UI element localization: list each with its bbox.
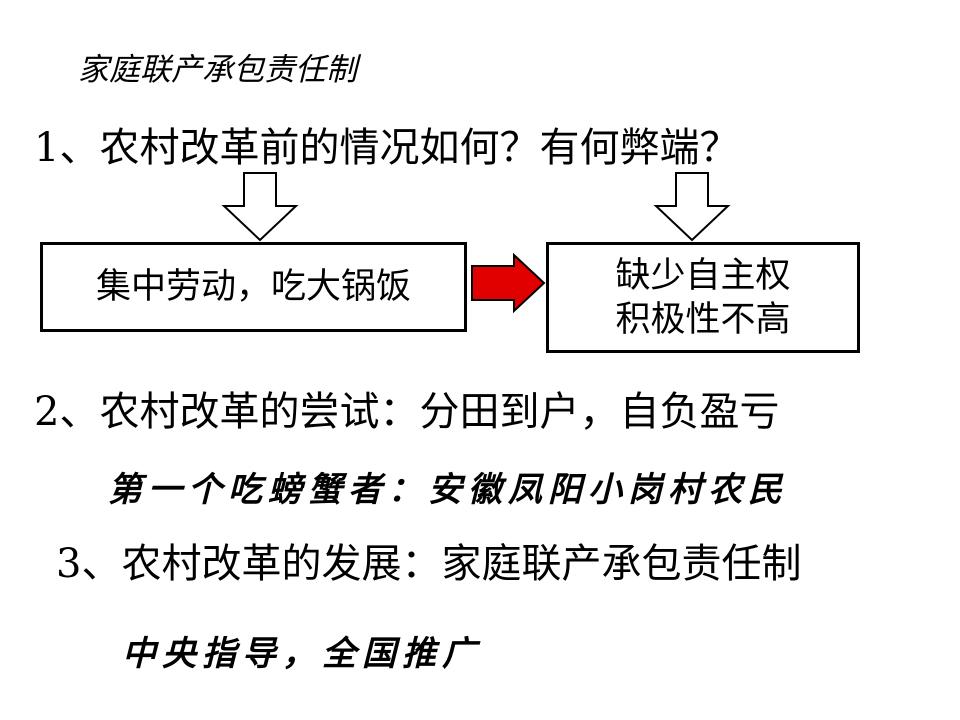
box-right-line-1: 缺少自主权 [615,255,791,296]
question-2: 2、农村改革的尝试：分田到户，自负盈亏 [34,389,780,435]
box-collective-labor: 集中劳动，吃大锅饭 [40,242,467,332]
question-3: 3、农村改革的发展：家庭联产承包责任制 [56,541,802,587]
question-3-note: 中央指导，全国推广 [122,634,482,674]
right-arrow-icon [471,252,546,314]
question-1: 1、农村改革前的情况如何？有何弊端？ [34,125,740,171]
down-arrow-icon [221,172,299,242]
box-left-text: 集中劳动，吃大锅饭 [95,267,411,307]
question-2-note: 第一个吃螃蟹者：安徽凤阳小岗村农民 [108,470,788,510]
box-drawbacks: 缺少自主权 积极性不高 [546,242,860,353]
slide-title: 家庭联产承包责任制 [78,52,357,88]
box-right-line-2: 积极性不高 [615,299,791,340]
down-arrow-icon [653,172,731,242]
